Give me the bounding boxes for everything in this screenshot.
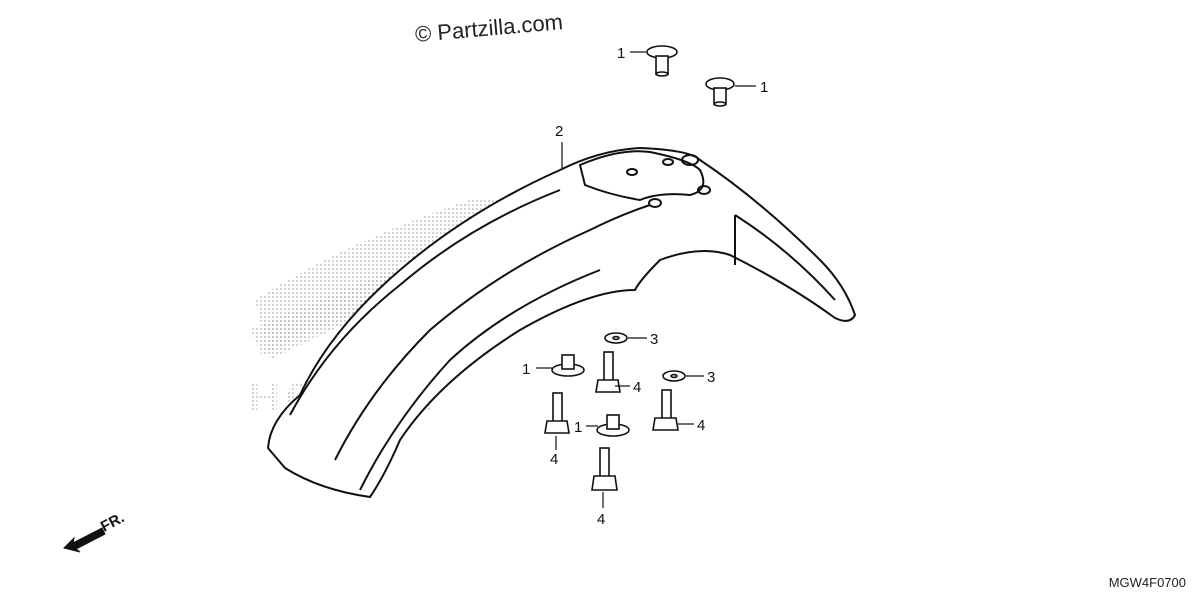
washer-right	[662, 370, 686, 382]
diagram-code: MGW4F0700	[1108, 575, 1186, 590]
callout-bolt-right: 4	[697, 417, 705, 434]
callout-nut-left: 1	[522, 361, 530, 378]
front-arrow-icon	[63, 527, 106, 553]
mount-hole	[697, 185, 711, 195]
mount-hole	[681, 154, 699, 166]
fender-rib-inner	[359, 269, 601, 491]
bolt-left	[544, 392, 570, 434]
washer-upper	[604, 332, 628, 344]
collar-nut-center	[596, 414, 630, 437]
callout-nut-top-right: 1	[760, 79, 768, 96]
wing-logo-lower	[250, 260, 420, 355]
callout-washer-upper: 3	[650, 331, 658, 348]
collar-nut-top-left	[646, 45, 678, 77]
front-direction-indicator: FR.	[63, 509, 127, 553]
callout-nut-center: 1	[574, 419, 582, 436]
fender-rib-outer	[289, 189, 561, 416]
fender-outline	[266, 146, 857, 499]
leader-lines	[536, 51, 756, 508]
bolt-right	[652, 389, 679, 431]
callout-nut-top-left: 1	[617, 45, 625, 62]
mount-hole	[626, 168, 638, 176]
fender-rib-middle	[334, 204, 651, 461]
callout-labels: 1 1 2 3 3 1 1 4 4 4 4	[522, 45, 768, 528]
collar-nut-left	[551, 354, 585, 377]
bolt-bottom	[591, 447, 618, 491]
callout-washer-right: 3	[707, 369, 715, 386]
collar-nut-top-right	[705, 77, 735, 107]
mount-hole	[648, 198, 662, 208]
callout-bolt-left: 4	[550, 451, 558, 468]
front-fender	[266, 146, 857, 499]
callout-fender: 2	[555, 123, 563, 140]
bolt-upper	[595, 351, 621, 393]
callout-bolt-upper: 4	[633, 379, 641, 396]
callout-bolt-bottom: 4	[597, 511, 605, 528]
fender-center-line	[734, 214, 836, 301]
mount-hole	[662, 158, 674, 166]
